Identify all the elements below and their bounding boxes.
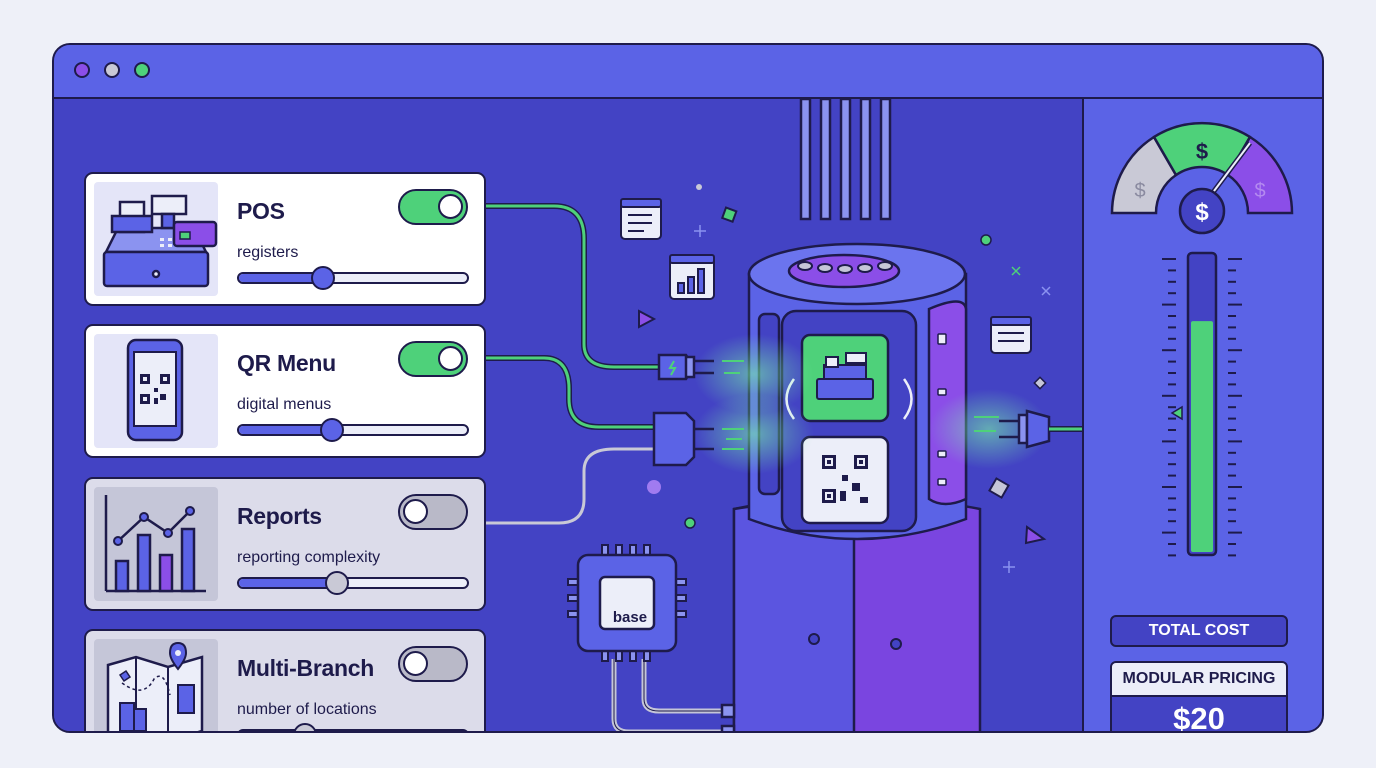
configurator-stage: $ bbox=[54, 99, 1082, 733]
feature-card-pos: POS registers bbox=[84, 172, 486, 306]
gauge-high-dollar: $ bbox=[1254, 180, 1265, 202]
feature-title: Reports bbox=[237, 503, 322, 529]
cash-register-icon bbox=[94, 182, 218, 296]
toggle-knob bbox=[403, 499, 428, 524]
gauge-center-dollar: $ bbox=[1195, 199, 1209, 226]
base-chip-label: base bbox=[612, 609, 648, 626]
feature-card-qr-menu: QR Menu digital menus bbox=[84, 324, 486, 458]
bar-chart-icon bbox=[94, 487, 218, 601]
slider-handle[interactable] bbox=[320, 418, 345, 442]
slider-handle[interactable] bbox=[325, 571, 350, 595]
feature-subtitle: reporting complexity bbox=[237, 549, 381, 566]
feature-title: POS bbox=[237, 198, 285, 224]
slider-fill bbox=[239, 426, 333, 434]
feature-title: Multi-Branch bbox=[237, 655, 374, 681]
multi-branch-toggle[interactable] bbox=[398, 646, 468, 682]
toggle-knob bbox=[403, 651, 428, 676]
slider-fill bbox=[239, 731, 305, 733]
slider-fill bbox=[239, 579, 338, 587]
qr-menu-toggle[interactable] bbox=[398, 341, 468, 377]
pos-toggle[interactable] bbox=[398, 189, 468, 225]
maximize-window-button[interactable] bbox=[134, 62, 150, 78]
gauge-low-dollar: $ bbox=[1134, 180, 1145, 202]
system-illustration: $ bbox=[486, 99, 1082, 731]
close-window-button[interactable] bbox=[74, 62, 90, 78]
feature-card-multi-branch: Multi-Branch number of locations bbox=[84, 629, 486, 733]
feature-subtitle: digital menus bbox=[237, 396, 332, 413]
cost-gauge: $ $ $ $ bbox=[1110, 121, 1294, 557]
toggle-knob bbox=[438, 194, 463, 219]
modular-pricing-label: MODULAR PRICING bbox=[1112, 663, 1286, 697]
map-icon bbox=[94, 639, 218, 731]
feature-subtitle: number of locations bbox=[237, 701, 377, 718]
slider-handle[interactable] bbox=[311, 266, 336, 290]
digital-menus-slider[interactable] bbox=[237, 418, 469, 442]
number-of-locations-slider[interactable] bbox=[237, 723, 469, 733]
feature-card-reports: Reports reporting complexity bbox=[84, 477, 486, 611]
total-cost-label: TOTAL COST bbox=[1110, 615, 1288, 647]
cost-panel: $ $ $ $ TOTAL COST MODULAR PRICING $20 bbox=[1082, 99, 1322, 733]
registers-slider[interactable] bbox=[237, 266, 469, 290]
feature-title: QR Menu bbox=[237, 350, 336, 376]
slider-fill bbox=[239, 274, 324, 282]
reports-toggle[interactable] bbox=[398, 494, 468, 530]
qr-phone-icon bbox=[94, 334, 218, 448]
modular-pricing-box: MODULAR PRICING $20 bbox=[1110, 661, 1288, 733]
slider-handle[interactable] bbox=[293, 723, 318, 731]
gauge-mid-dollar: $ bbox=[1196, 139, 1208, 164]
toggle-knob bbox=[438, 346, 463, 371]
app-window: $ bbox=[52, 43, 1324, 733]
feature-subtitle: registers bbox=[237, 244, 299, 261]
title-bar bbox=[54, 45, 1322, 99]
price-value: $20 bbox=[1173, 701, 1225, 733]
reporting-complexity-slider[interactable] bbox=[237, 571, 469, 595]
minimize-window-button[interactable] bbox=[104, 62, 120, 78]
